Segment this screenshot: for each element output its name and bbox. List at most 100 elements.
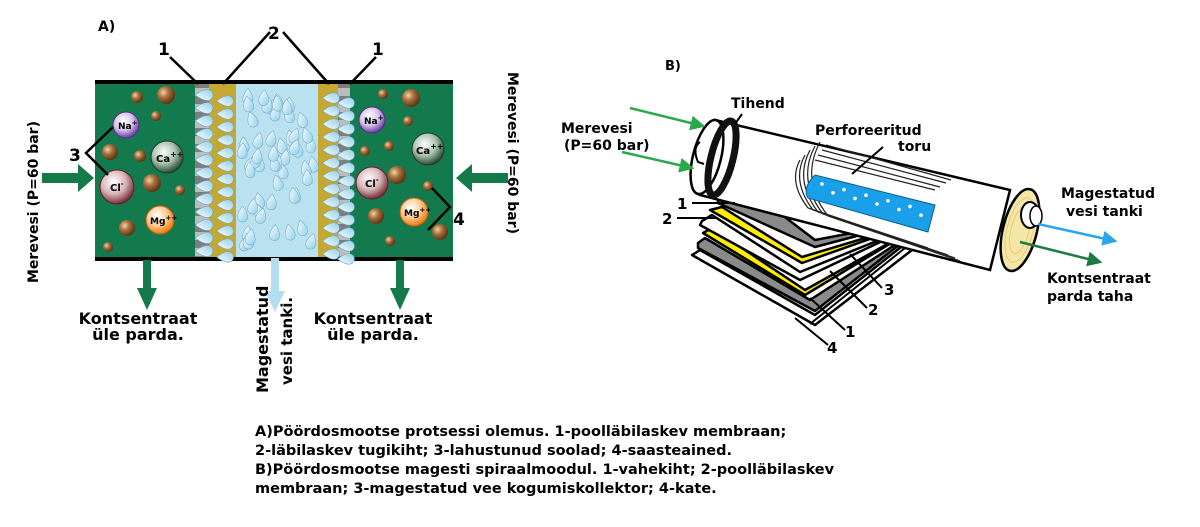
inlet-label-right: Merevesi (P=60 bar) (504, 72, 520, 234)
outlet-label-left-line1: Kontsentraat (79, 309, 198, 328)
product-label-line1: Magestatud (253, 286, 272, 393)
inlet-arrow-bottom (621, 150, 695, 173)
water-droplet (337, 253, 355, 265)
water-droplet (279, 148, 290, 166)
inlet-arrow-left (42, 164, 94, 192)
perforation-hole (875, 202, 879, 206)
caption-line-2: 2-läbilaskev tugikiht; 3-lahustunud sool… (255, 443, 733, 459)
panel-b-label: B) (665, 59, 681, 74)
water-droplet (216, 160, 234, 172)
water-droplet (237, 142, 248, 159)
water-droplet (194, 89, 214, 101)
svg-text:Mg++: Mg++ (150, 214, 177, 227)
water-droplet (268, 144, 279, 162)
water-droplet (281, 98, 293, 116)
water-droplet (288, 138, 300, 156)
callout-2: 2 (268, 24, 280, 44)
water-droplet (322, 183, 340, 195)
water-droplet (251, 147, 263, 165)
svg-text:Cl-: Cl- (110, 180, 124, 194)
caption-line-4: membraan; 3-magestatud vee kogumiskollek… (255, 481, 717, 497)
layer-membrane-top (708, 205, 914, 265)
caption-line-3: B)Pöördosmootse magesti spiraalmoodul. 1… (255, 462, 835, 478)
water-droplet (308, 156, 319, 173)
concentrate-arrow (1019, 240, 1103, 267)
water-droplet (266, 193, 277, 211)
concentrate-label-line1: Kontsentraat (1047, 271, 1151, 287)
panel-a-label: A) (98, 19, 115, 35)
layer-callout-3: 3 (884, 281, 894, 299)
water-droplet (194, 245, 214, 257)
water-droplet (255, 207, 266, 224)
perforated-tube (805, 174, 936, 233)
contaminant-particle (151, 111, 161, 121)
perforation-hole (864, 193, 868, 197)
water-droplet (216, 238, 234, 250)
svg-text:Cl-: Cl- (365, 176, 379, 190)
water-droplet (247, 111, 259, 128)
water-droplet (322, 235, 340, 247)
svg-text:Ca++: Ca++ (416, 142, 444, 157)
inlet-label-b-line1: Merevesi (561, 121, 633, 137)
ion-na-right: Na+ (358, 106, 386, 134)
water-droplet (194, 232, 214, 244)
contaminant-particle (378, 89, 388, 99)
callout-1-left: 1 (158, 40, 170, 60)
water-droplet (216, 251, 234, 263)
contaminant-particle (131, 91, 143, 103)
svg-text:Na+: Na+ (118, 119, 138, 132)
panel-b: B) (561, 59, 1155, 357)
ion-ca-left: Ca++ (150, 140, 184, 174)
perforation-hole (908, 204, 912, 209)
inlet-arrow-right (456, 164, 508, 192)
perforation-hole (897, 207, 901, 212)
inlet-arrow-top (629, 106, 706, 131)
ion-cl-right: Cl- (355, 166, 389, 200)
svg-text:Ca++: Ca++ (156, 150, 184, 165)
water-droplet (216, 186, 234, 198)
water-droplet (322, 118, 340, 130)
contaminant-particle (368, 208, 384, 224)
inlet-label-b-line2: (P=60 bar) (564, 138, 650, 154)
membrane-layers (690, 196, 927, 327)
layer-callout-4: 4 (827, 339, 837, 357)
wound-membrane (794, 141, 961, 262)
seal-ring (704, 117, 740, 199)
water-droplet (194, 167, 214, 179)
callout-lines-a (84, 31, 452, 231)
water-droplet (252, 132, 264, 149)
water-droplet (247, 197, 258, 215)
water-droplet (337, 175, 355, 187)
contaminant-particle (385, 236, 395, 246)
contaminant-particle (360, 146, 370, 156)
contaminant-particle (119, 220, 135, 236)
water-droplet (194, 180, 214, 192)
callout-1-right: 1 (372, 40, 384, 60)
water-droplet (273, 174, 284, 191)
inlet-stub (694, 141, 705, 165)
product-label-line2: vesi tanki. (278, 297, 296, 385)
contaminant-particles (102, 86, 448, 252)
water-droplet (337, 227, 355, 239)
water-droplet (194, 206, 214, 218)
water-droplet (322, 105, 340, 117)
water-droplet (322, 248, 340, 260)
contaminant-particle (103, 242, 113, 252)
tube-label-line1: Perforeeritud (815, 123, 922, 139)
ion-mg-right: Mg++ (399, 197, 431, 227)
water-droplet (302, 169, 313, 186)
callout-4: 4 (453, 210, 465, 230)
water-droplet (337, 123, 355, 135)
water-droplet (216, 199, 234, 211)
product-label-b-line1: Magestatud (1061, 186, 1155, 202)
water-droplet (297, 219, 309, 237)
layer-callout-1-bottom: 1 (845, 323, 855, 341)
contaminant-particle (432, 224, 448, 240)
water-droplet (337, 97, 355, 109)
contaminant-particle (403, 116, 413, 126)
water-droplet (322, 196, 340, 208)
outlet-arrow-left (137, 260, 157, 310)
layer-callout-2-top: 2 (662, 210, 672, 228)
water-droplet (216, 121, 234, 133)
water-droplet (337, 214, 355, 226)
